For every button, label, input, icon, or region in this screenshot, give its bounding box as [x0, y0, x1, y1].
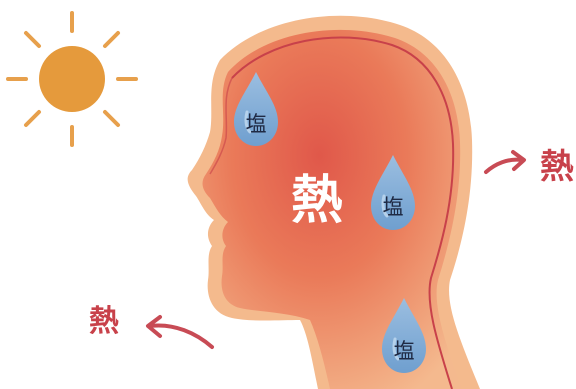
curved-arrow-icon	[146, 315, 214, 349]
head-contour-line	[231, 36, 455, 389]
salt-label: 塩	[383, 195, 404, 219]
salt-label: 塩	[394, 339, 415, 363]
heat-label-left: 熱	[89, 304, 119, 339]
heat-label-right: 熱	[540, 147, 574, 187]
salt-label: 塩	[246, 112, 267, 136]
heat-label-center: 熱	[291, 171, 343, 231]
water-drop-icon	[382, 298, 426, 373]
curved-arrow-icon	[484, 150, 526, 174]
water-drop-icon	[371, 155, 415, 230]
water-drop-icon	[234, 72, 278, 146]
sun-icon	[6, 11, 138, 147]
